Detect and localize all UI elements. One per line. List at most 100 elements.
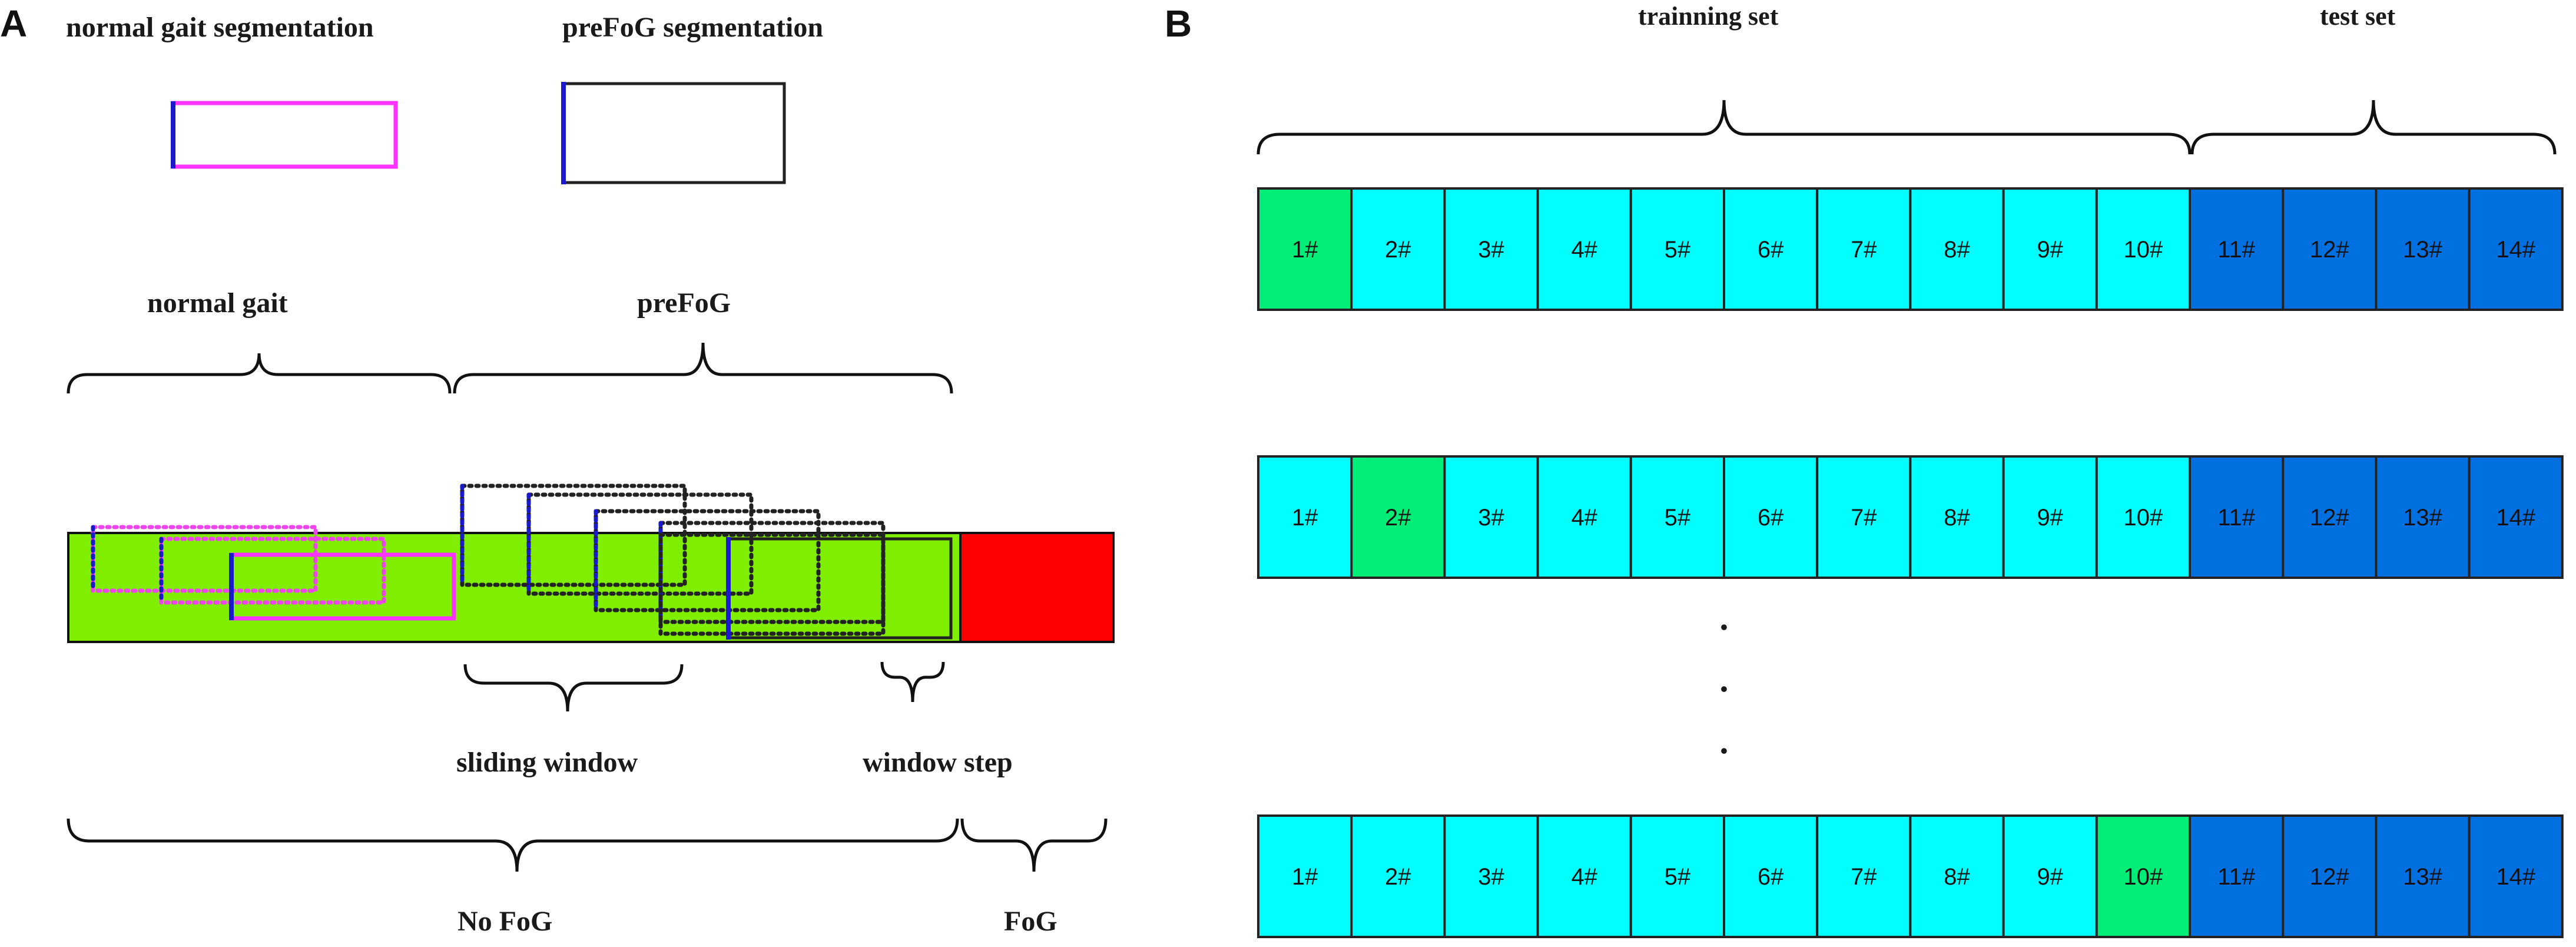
cell-label: 3# bbox=[1478, 864, 1504, 890]
validation-cell bbox=[2095, 814, 2192, 938]
no-fog-bar bbox=[67, 532, 962, 643]
training-cell bbox=[1629, 814, 1726, 938]
cell-label: 14# bbox=[2496, 505, 2535, 531]
cell-label: 5# bbox=[1665, 237, 1691, 263]
brace-normal-gait bbox=[67, 353, 452, 394]
cell-label: 3# bbox=[1478, 505, 1504, 531]
training-cell bbox=[1257, 814, 1353, 938]
label-training-set: trainning set bbox=[1638, 2, 1779, 31]
phase-label-prefog: preFoG bbox=[637, 287, 731, 319]
training-cell bbox=[2095, 455, 2192, 579]
normal-gait-windows bbox=[91, 525, 456, 621]
training-cell bbox=[1629, 187, 1726, 311]
ellipsis-dot-2: · bbox=[1718, 670, 1730, 708]
fog-bar bbox=[959, 532, 1115, 643]
cell-label: 13# bbox=[2403, 505, 2442, 531]
cell-label: 4# bbox=[1571, 505, 1597, 531]
cell-label: 1# bbox=[1292, 237, 1318, 263]
cell-label: 9# bbox=[2037, 864, 2063, 890]
validation-cell bbox=[1257, 187, 1353, 311]
normal-window-1 bbox=[91, 525, 318, 593]
test-cell bbox=[2468, 455, 2564, 579]
training-cell bbox=[1909, 455, 2005, 579]
training-cell bbox=[1350, 187, 1446, 311]
cell-label: 7# bbox=[1851, 505, 1877, 531]
brace-no-fog bbox=[67, 818, 959, 872]
prefog-window-3 bbox=[594, 509, 821, 612]
cell-label: 7# bbox=[1851, 237, 1877, 263]
test-cell bbox=[2189, 455, 2285, 579]
cell-label: 1# bbox=[1292, 505, 1318, 531]
panel-a: A normal gait segmentation preFoG segmen… bbox=[0, 2, 1115, 937]
test-cell bbox=[2468, 814, 2564, 938]
training-cell bbox=[1816, 814, 1912, 938]
label-no-fog: No FoG bbox=[457, 906, 552, 937]
prefog-windows bbox=[460, 484, 953, 640]
training-cell bbox=[2002, 187, 2098, 311]
cell-label: 4# bbox=[1571, 237, 1597, 263]
training-cell bbox=[1257, 455, 1353, 579]
cell-label: 12# bbox=[2310, 505, 2349, 531]
normal-window-2 bbox=[159, 537, 386, 605]
training-cell bbox=[1350, 814, 1446, 938]
brace-test-set bbox=[2190, 100, 2557, 155]
test-cell bbox=[2375, 455, 2471, 579]
cell-label: 9# bbox=[2037, 505, 2063, 531]
brace-fog bbox=[960, 818, 1108, 872]
validation-cell bbox=[1350, 455, 1446, 579]
test-cell bbox=[2189, 814, 2285, 938]
cell-label: 12# bbox=[2310, 237, 2349, 263]
cell-label: 10# bbox=[2124, 864, 2163, 890]
legend-normal-gait-box bbox=[171, 101, 398, 169]
brace-window-step bbox=[880, 661, 945, 703]
cell-label: 8# bbox=[1944, 505, 1970, 531]
cell-label: 3# bbox=[1478, 237, 1504, 263]
cell-label: 8# bbox=[1944, 864, 1970, 890]
normal-window-current bbox=[229, 552, 456, 621]
test-cell bbox=[2282, 187, 2378, 311]
cell-label: 12# bbox=[2310, 864, 2349, 890]
test-cell bbox=[2189, 187, 2285, 311]
cell-label: 8# bbox=[1944, 237, 1970, 263]
cell-label: 11# bbox=[2217, 505, 2256, 531]
cell-label: 11# bbox=[2217, 237, 2256, 263]
legend-prefog-title: preFoG segmentation bbox=[562, 12, 823, 43]
fold-row-1: 1#2#3#4#5#6#7#8#9#10#11#12#13#14# bbox=[1257, 187, 2564, 311]
cell-label: 7# bbox=[1851, 864, 1877, 890]
training-cell bbox=[1909, 187, 2005, 311]
legend-normal-gait-title: normal gait segmentation bbox=[66, 12, 374, 43]
ellipsis-dot-1: · bbox=[1718, 608, 1730, 647]
ellipsis-dot-3: · bbox=[1718, 731, 1730, 770]
label-sliding-window: sliding window bbox=[456, 747, 638, 778]
cell-label: 4# bbox=[1571, 864, 1597, 890]
test-cell bbox=[2468, 187, 2564, 311]
legend-prefog-box bbox=[561, 82, 786, 184]
label-test-set: test set bbox=[2320, 2, 2396, 31]
training-cell bbox=[1629, 455, 1726, 579]
cell-label: 6# bbox=[1758, 237, 1784, 263]
cell-label: 5# bbox=[1665, 505, 1691, 531]
training-cell bbox=[1723, 814, 1819, 938]
fold-row-3: 1#2#3#4#5#6#7#8#9#10#11#12#13#14# bbox=[1257, 814, 2564, 938]
cell-label: 6# bbox=[1758, 864, 1784, 890]
training-cell bbox=[1443, 187, 1539, 311]
test-cell bbox=[2375, 187, 2471, 311]
panel-b: B trainning set test set 1#2#3#4#5#6#7#8… bbox=[1165, 2, 2564, 938]
phase-label-normal-gait: normal gait bbox=[147, 287, 288, 319]
fold-row-2: 1#2#3#4#5#6#7#8#9#10#11#12#13#14# bbox=[1257, 455, 2564, 579]
brace-prefog bbox=[453, 342, 953, 394]
cell-label: 2# bbox=[1385, 505, 1411, 531]
cell-label: 1# bbox=[1292, 864, 1318, 890]
cell-label: 10# bbox=[2124, 505, 2163, 531]
cell-label: 9# bbox=[2037, 237, 2063, 263]
training-cell bbox=[1536, 187, 1632, 311]
cross-validation-folds: 1# 2# 3# 4# 5# 6# 7# 8# 9# 10# 11# 12# 13# 14# 1# 2# 3# 4… bbox=[1257, 187, 2564, 938]
training-cell bbox=[1536, 455, 1632, 579]
cell-label: 2# bbox=[1385, 237, 1411, 263]
cell-label: 5# bbox=[1665, 864, 1691, 890]
brace-training-set bbox=[1256, 100, 2192, 155]
test-cell bbox=[2282, 814, 2378, 938]
cell-label: 13# bbox=[2403, 864, 2442, 890]
prefog-window-current bbox=[726, 537, 953, 640]
